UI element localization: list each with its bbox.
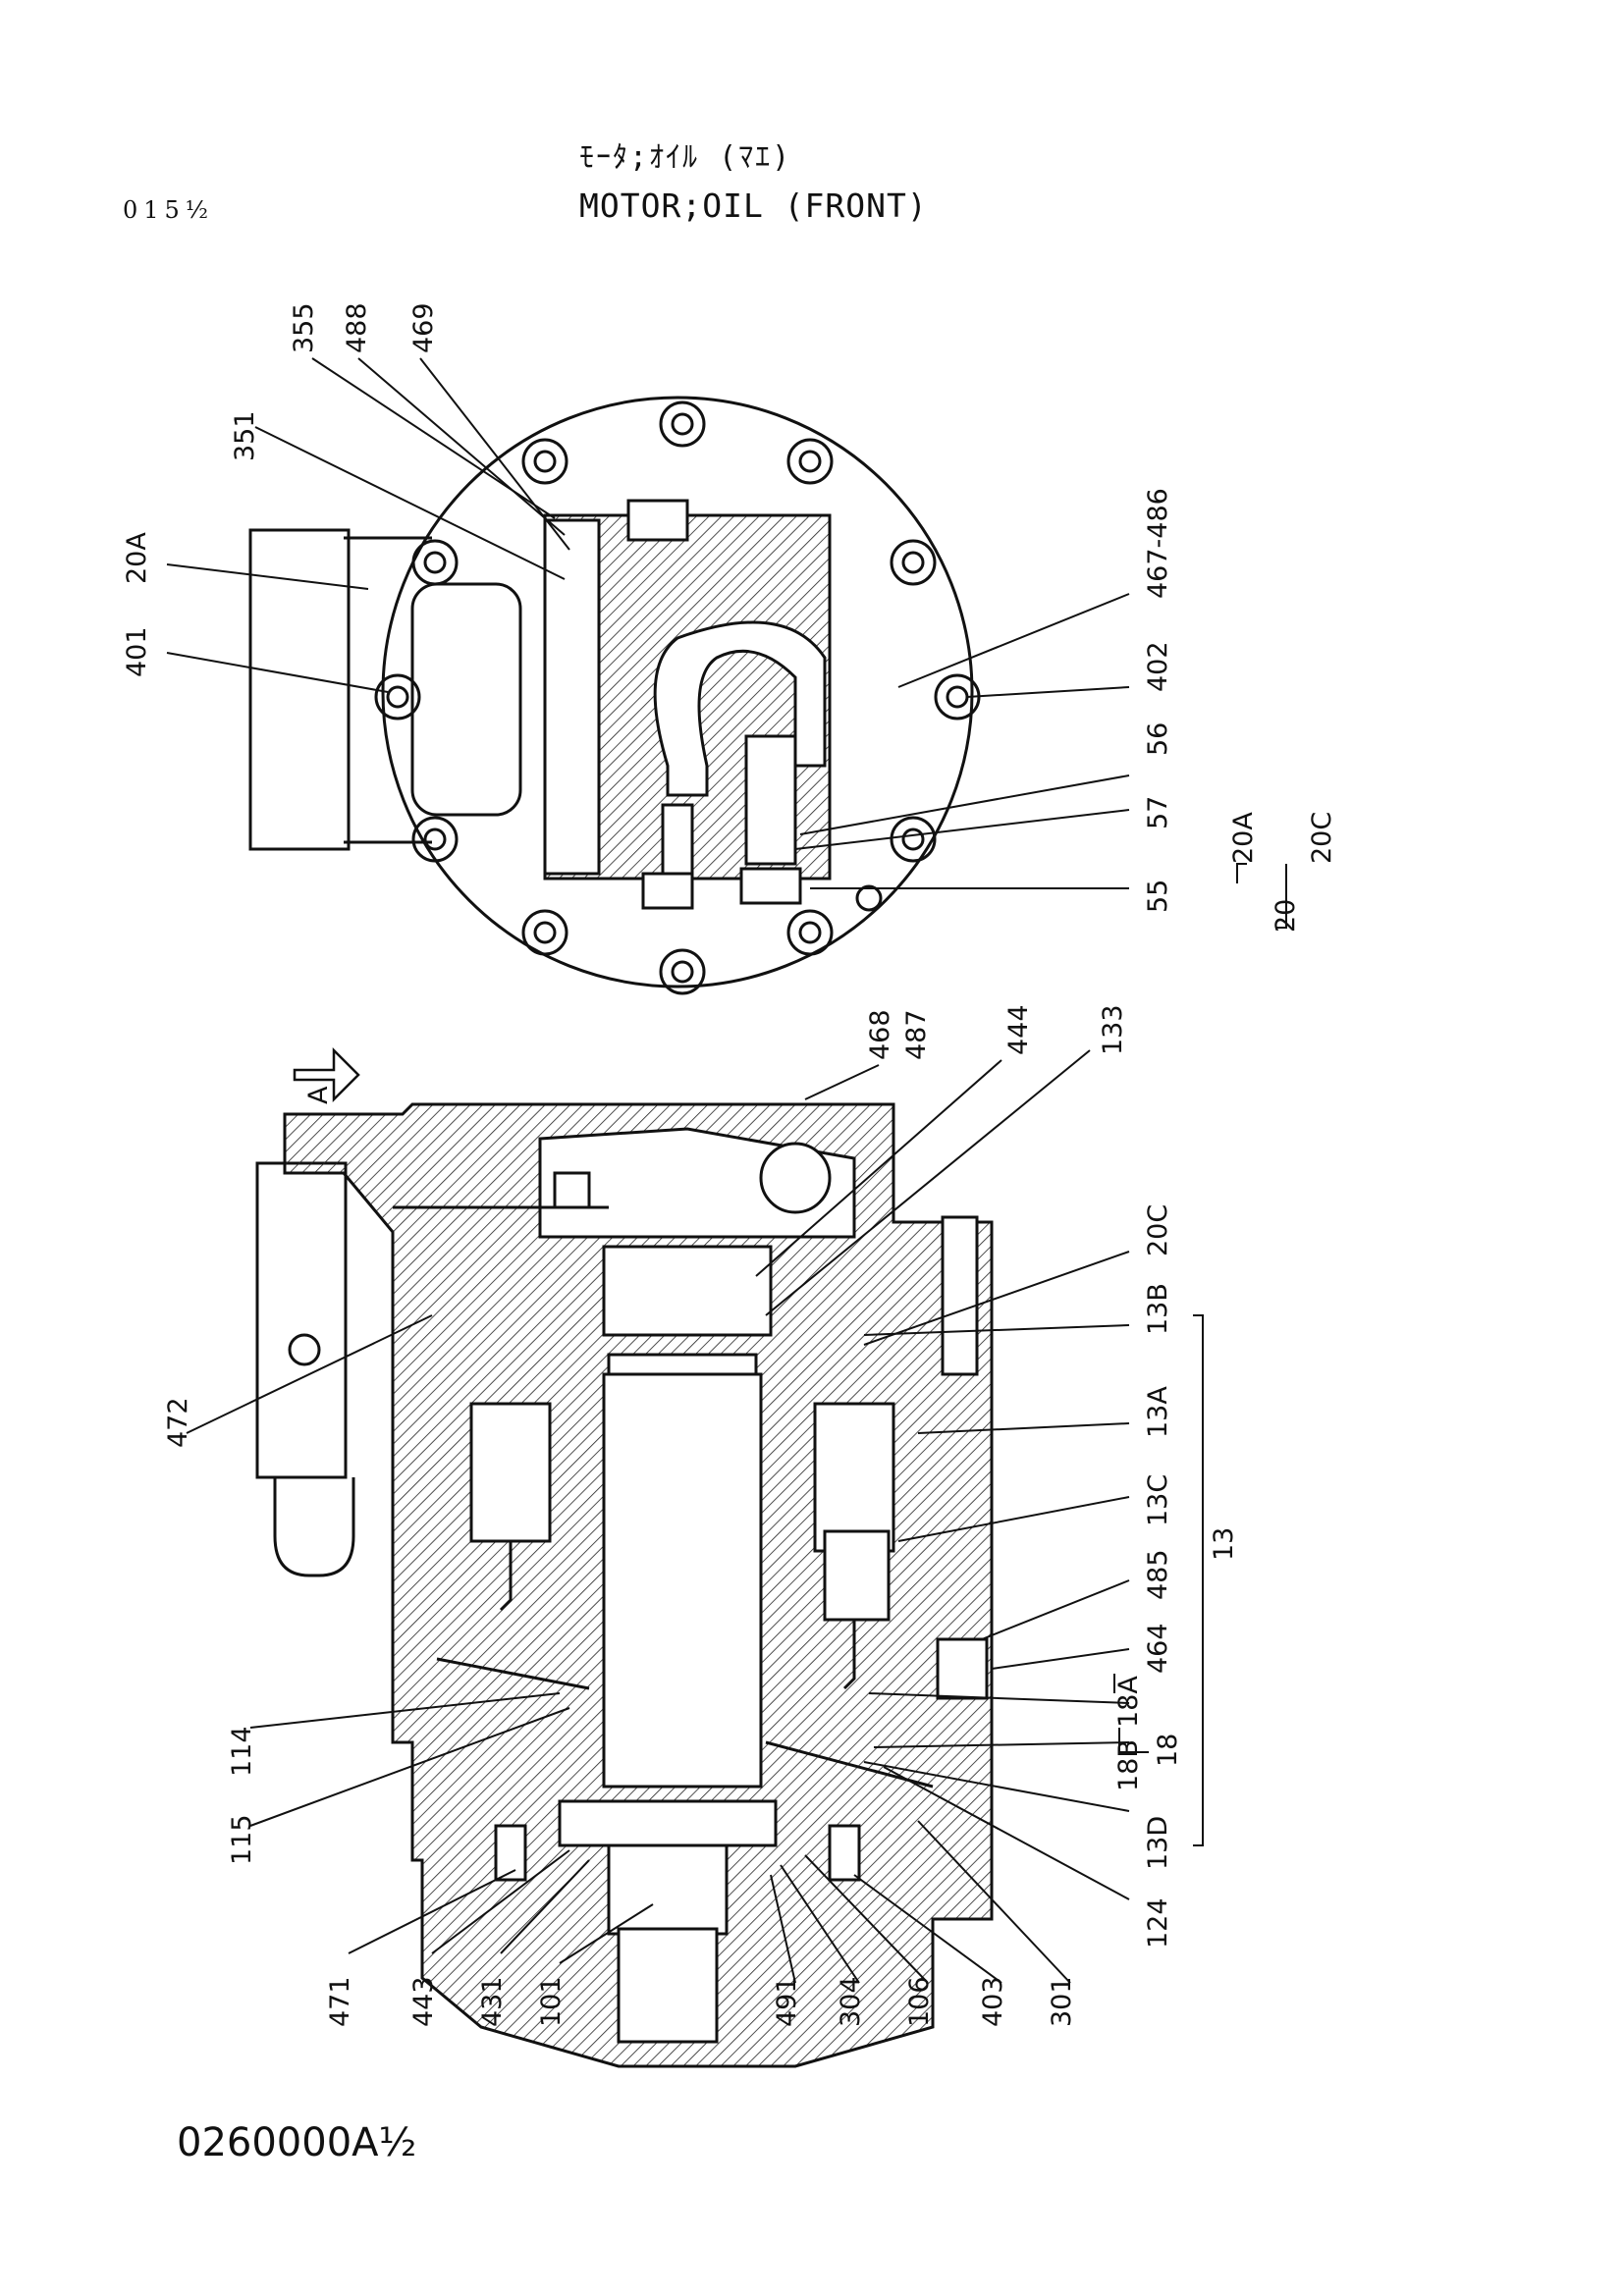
callout-488: 488 (342, 302, 372, 353)
callout-444: 444 (1003, 1004, 1034, 1055)
callout-133: 133 (1098, 1004, 1128, 1055)
callout-443: 443 (408, 1976, 439, 2027)
callout-472: 472 (163, 1397, 193, 1448)
title-japanese: ﾓｰﾀ;ｵｲﾙ (ﾏｴ) (579, 140, 792, 175)
callout-115: 115 (227, 1814, 257, 1865)
callout-114: 114 (227, 1726, 257, 1777)
callout-464: 464 (1143, 1623, 1173, 1674)
callout-13A: 13A (1143, 1386, 1173, 1438)
bolt-heads-front (374, 400, 981, 995)
page-number: 015½ (123, 196, 215, 224)
callout-101: 101 (536, 1976, 567, 2027)
callout-55: 55 (1143, 880, 1173, 913)
callout-403: 403 (978, 1976, 1008, 2027)
callout-labels: 355 488 469 351 20A 401 467-486 402 56 5… (122, 302, 1337, 2027)
callout-13C: 13C (1143, 1474, 1173, 1526)
callout-471: 471 (325, 1976, 355, 2027)
callout-57: 57 (1143, 796, 1173, 829)
callout-431: 431 (477, 1976, 508, 2027)
callout-13B: 13B (1143, 1283, 1173, 1335)
callout-20C: 20C (1143, 1204, 1173, 1256)
front-view (248, 396, 974, 988)
leader-lines (166, 357, 1287, 1984)
group-20A: 20A (1228, 812, 1259, 864)
callout-56: 56 (1143, 722, 1173, 756)
callout-401: 401 (122, 626, 152, 677)
callout-351: 351 (230, 410, 260, 461)
group-20: 20 (1271, 899, 1301, 933)
callout-487: 487 (901, 1009, 932, 1060)
section-view (255, 1046, 994, 2068)
callout-106: 106 (904, 1976, 935, 2027)
callout-355: 355 (289, 302, 319, 353)
callout-13D: 13D (1143, 1816, 1173, 1870)
callout-468: 468 (865, 1009, 895, 1060)
title-english: MOTOR;OIL (FRONT) (579, 187, 928, 225)
group-13: 13 (1209, 1527, 1239, 1561)
drawing-number: 0260000A½ (177, 2120, 417, 2165)
callout-20A: 20A (122, 532, 152, 584)
callout-402: 402 (1143, 641, 1173, 692)
callout-18B: 18B (1113, 1739, 1144, 1791)
group-18: 18 (1153, 1734, 1183, 1767)
group-20C: 20C (1307, 812, 1337, 864)
view-marker: A (303, 1086, 334, 1104)
callout-469: 469 (408, 302, 439, 353)
callout-301: 301 (1047, 1976, 1077, 2027)
callout-304: 304 (836, 1976, 866, 2027)
callout-491: 491 (772, 1976, 802, 2027)
callout-467-486: 467-486 (1143, 488, 1173, 599)
callout-485: 485 (1143, 1549, 1173, 1600)
callout-18A: 18A (1113, 1676, 1144, 1728)
callout-124: 124 (1143, 1897, 1173, 1949)
